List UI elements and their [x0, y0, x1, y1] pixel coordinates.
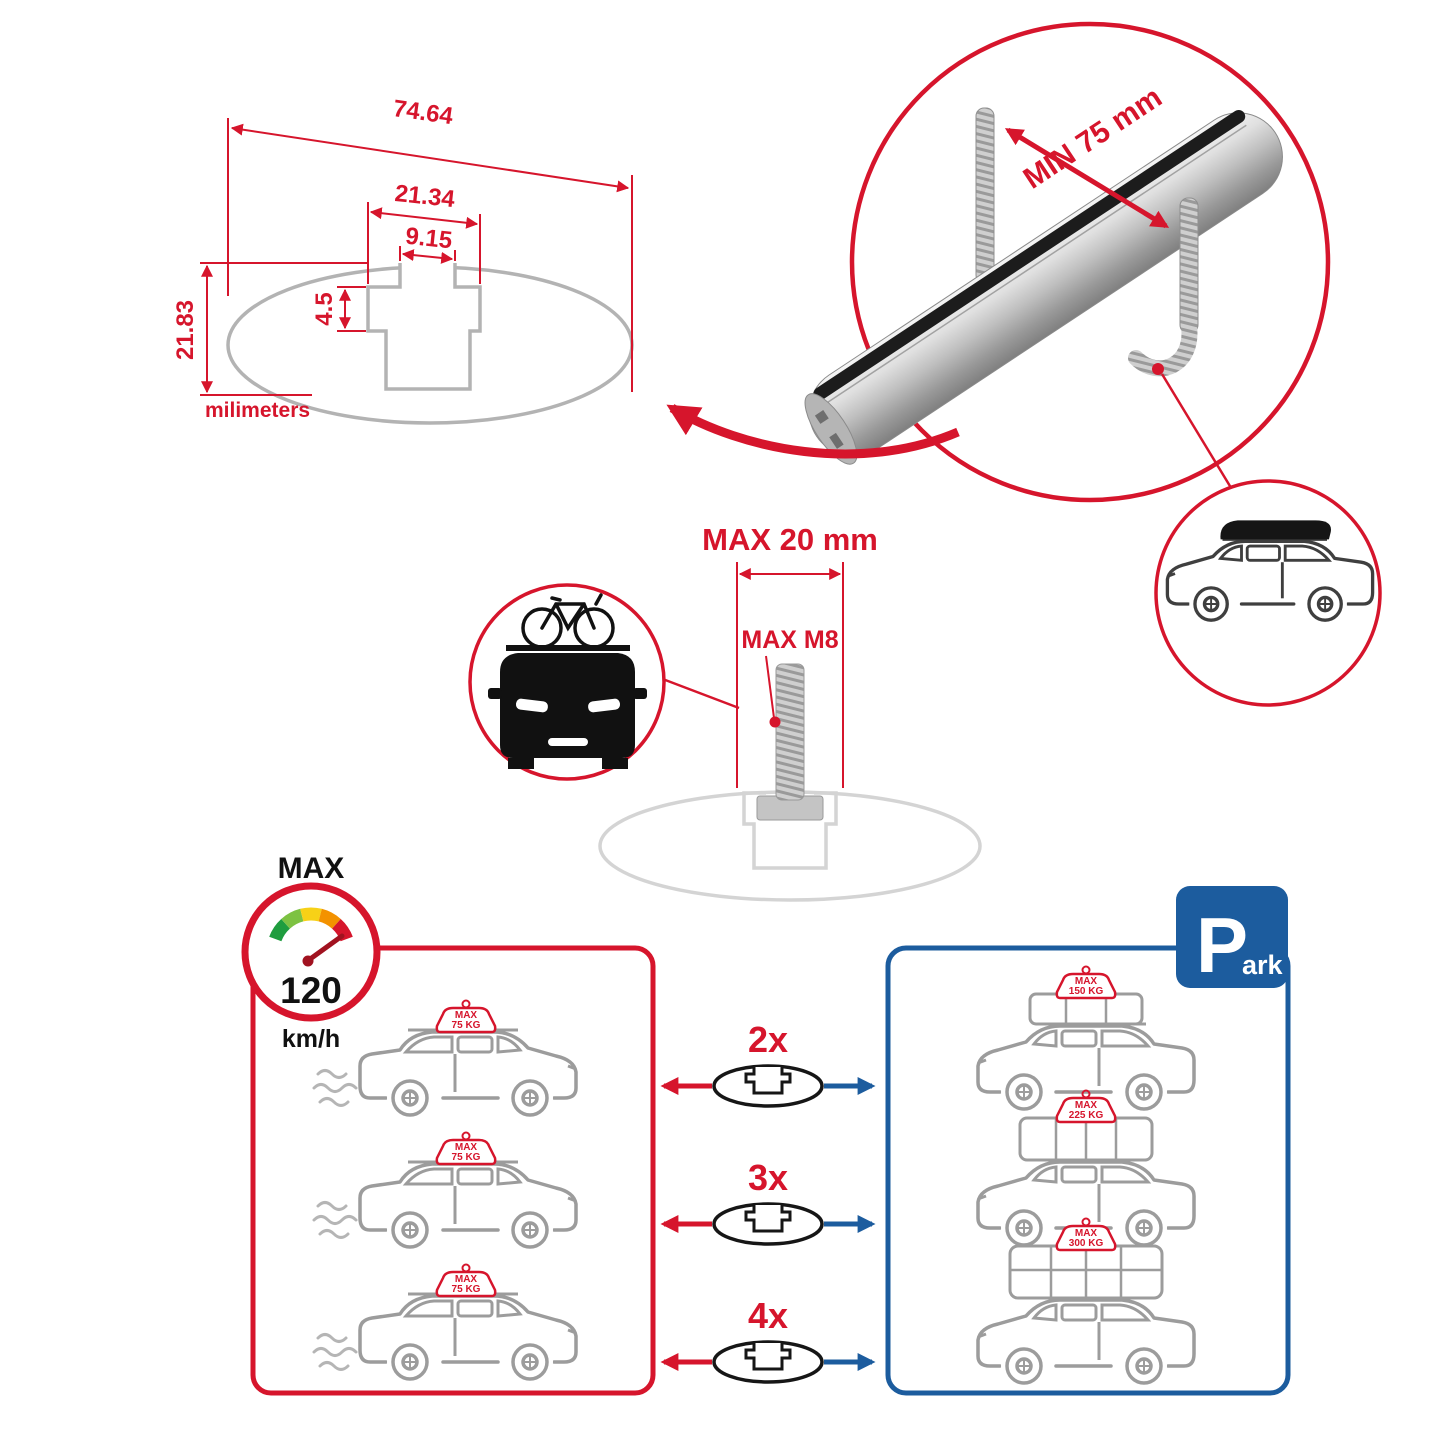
bike-circle-connector: [659, 676, 740, 710]
dim-channel-width: 21.34: [394, 180, 457, 213]
u-bolt-left-leg: [975, 107, 995, 284]
car-front-icon: [488, 645, 647, 769]
max-thread-label: MAX M8: [741, 626, 838, 654]
load-tag-max: MAX: [455, 1274, 478, 1285]
roof-box: [1220, 520, 1331, 540]
suv-with-roofbox: [1165, 520, 1375, 628]
multiplier-label: 3x: [748, 1157, 788, 1198]
parking-sign-p: P: [1196, 901, 1248, 989]
bar-detail-circle: MIN 75 mm: [804, 21, 1331, 503]
u-bolt-hook: [1128, 318, 1198, 377]
car-bike-circle: [468, 583, 666, 781]
multiplier-row-2: 3x: [660, 1157, 876, 1246]
multiplier-row-3: 4x: [660, 1295, 876, 1384]
detail-point-dot: [1152, 363, 1164, 375]
load-tag-max: MAX: [1075, 976, 1098, 987]
load-tag-max: MAX: [455, 1010, 478, 1021]
speedometer-max-label: MAX: [278, 852, 345, 885]
bar-profile-icon: [712, 1340, 824, 1384]
units-label: milimeters: [205, 399, 310, 422]
load-tag-kg: 75 KG: [452, 1284, 481, 1295]
speed-value: 120: [280, 970, 342, 1011]
bar-profile-icon: [712, 1202, 824, 1246]
max-width-label: MAX 20 mm: [702, 522, 878, 557]
bar-profile-channel: [366, 263, 482, 391]
park-panel-car-2: MAX 225 KG: [976, 1089, 1196, 1253]
cross-section-diagram: 74.64 21.34 9.15 4.5 21.83 milimeters: [172, 95, 634, 425]
u-bolt-right-leg: [1179, 197, 1199, 334]
speedometer-dial: [241, 882, 381, 1022]
gauge-arc: [269, 907, 353, 942]
min-spacing-arrow: [1004, 127, 1170, 229]
suv-roofbox-circle: [1154, 479, 1382, 707]
multiplier-label: 4x: [748, 1295, 788, 1336]
parking-sign-ark: ark: [1242, 950, 1284, 980]
load-tag-kg: 150 KG: [1069, 986, 1104, 997]
parking-sign: P ark: [1176, 886, 1288, 989]
load-tag-kg: 300 KG: [1069, 1238, 1104, 1249]
park-panel-car-3: MAX 300 KG: [976, 1217, 1196, 1391]
speed-panel-car-3: MAX 75 KG: [312, 1263, 578, 1387]
load-tag-kg: 75 KG: [452, 1020, 481, 1031]
parking-sign-plate: [1176, 886, 1288, 988]
circle-connector-line: [1160, 373, 1238, 497]
park-panel-car-1: MAX 150 KG: [976, 965, 1196, 1117]
dim-step-depth: 4.5: [311, 292, 338, 325]
dim-overall-height: 21.83: [172, 300, 199, 360]
thread-point-dot: [769, 716, 781, 728]
load-tag-max: MAX: [1075, 1228, 1098, 1239]
speed-panel-car-2: MAX 75 KG: [312, 1131, 578, 1255]
faded-profile-channel: [742, 791, 838, 870]
speed-unit: km/h: [282, 1025, 340, 1053]
multiplier-row-1: 2x: [660, 1019, 876, 1108]
threaded-stud: [775, 663, 805, 801]
bar-profile-icon: [712, 1064, 824, 1108]
bar-to-profile-arrow: [666, 404, 960, 459]
bar-end-cap: [804, 393, 858, 465]
multiplier-label: 2x: [748, 1019, 788, 1060]
dim-overall-width: 74.64: [391, 95, 455, 130]
load-tag-max: MAX: [1075, 1100, 1098, 1111]
dim-slot-width: 9.15: [404, 223, 453, 255]
load-tag-max: MAX: [455, 1142, 478, 1153]
speedometer: MAX 120 km/h: [241, 852, 381, 1053]
bolt-detail: MAX 20 mm MAX M8: [598, 522, 982, 902]
load-tag-kg: 75 KG: [452, 1152, 481, 1163]
load-tag-kg: 225 KG: [1069, 1110, 1104, 1121]
speed-panel-car-1: MAX 75 KG: [312, 999, 578, 1123]
